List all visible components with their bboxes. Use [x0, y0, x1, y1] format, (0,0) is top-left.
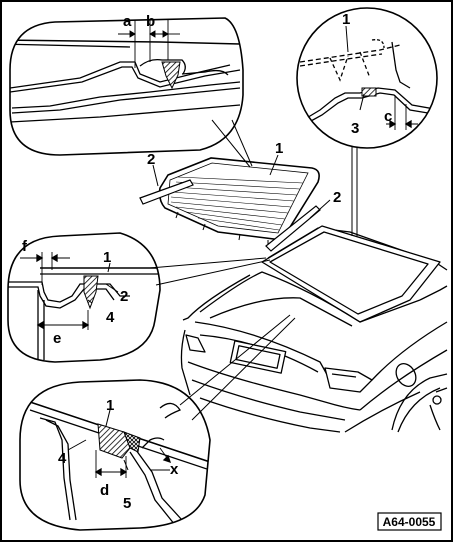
callout-2-right-strip: 2 — [333, 189, 341, 206]
detail-clip-top — [296, 7, 438, 149]
callout-x: x — [170, 461, 179, 478]
callout-1-detail-side: 1 — [103, 249, 111, 266]
callout-4-detail-bottom: 4 — [58, 450, 67, 467]
reference-code-box: A64-0055 — [377, 512, 442, 531]
callout-2-detail-side: 2 — [120, 288, 128, 305]
callout-1-glass: 1 — [275, 140, 283, 157]
detail-seal-bottom — [19, 379, 211, 531]
leader-lines — [67, 25, 365, 471]
callout-1-detail-top: 1 — [342, 11, 350, 28]
reference-code: A64-0055 — [383, 515, 436, 529]
callout-d: d — [100, 482, 109, 499]
car-body — [180, 225, 448, 433]
callout-f: f — [22, 238, 28, 255]
callout-b: b — [146, 13, 155, 30]
callout-a: a — [123, 13, 132, 30]
callout-2-left-strip: 2 — [147, 151, 155, 168]
callout-5: 5 — [123, 495, 131, 512]
callout-1-detail-bottom: 1 — [106, 397, 114, 414]
detail-seal-side — [7, 232, 161, 363]
callout-e: e — [53, 330, 61, 347]
detail-seal-top — [9, 17, 244, 156]
seal-strips — [139, 179, 321, 252]
callout-labels: a b c d e f x 1 1 1 1 2 2 2 3 4 4 5 — [22, 11, 392, 512]
callout-4-detail-side: 4 — [106, 309, 115, 326]
callout-3: 3 — [351, 120, 359, 137]
callout-c: c — [384, 108, 392, 125]
